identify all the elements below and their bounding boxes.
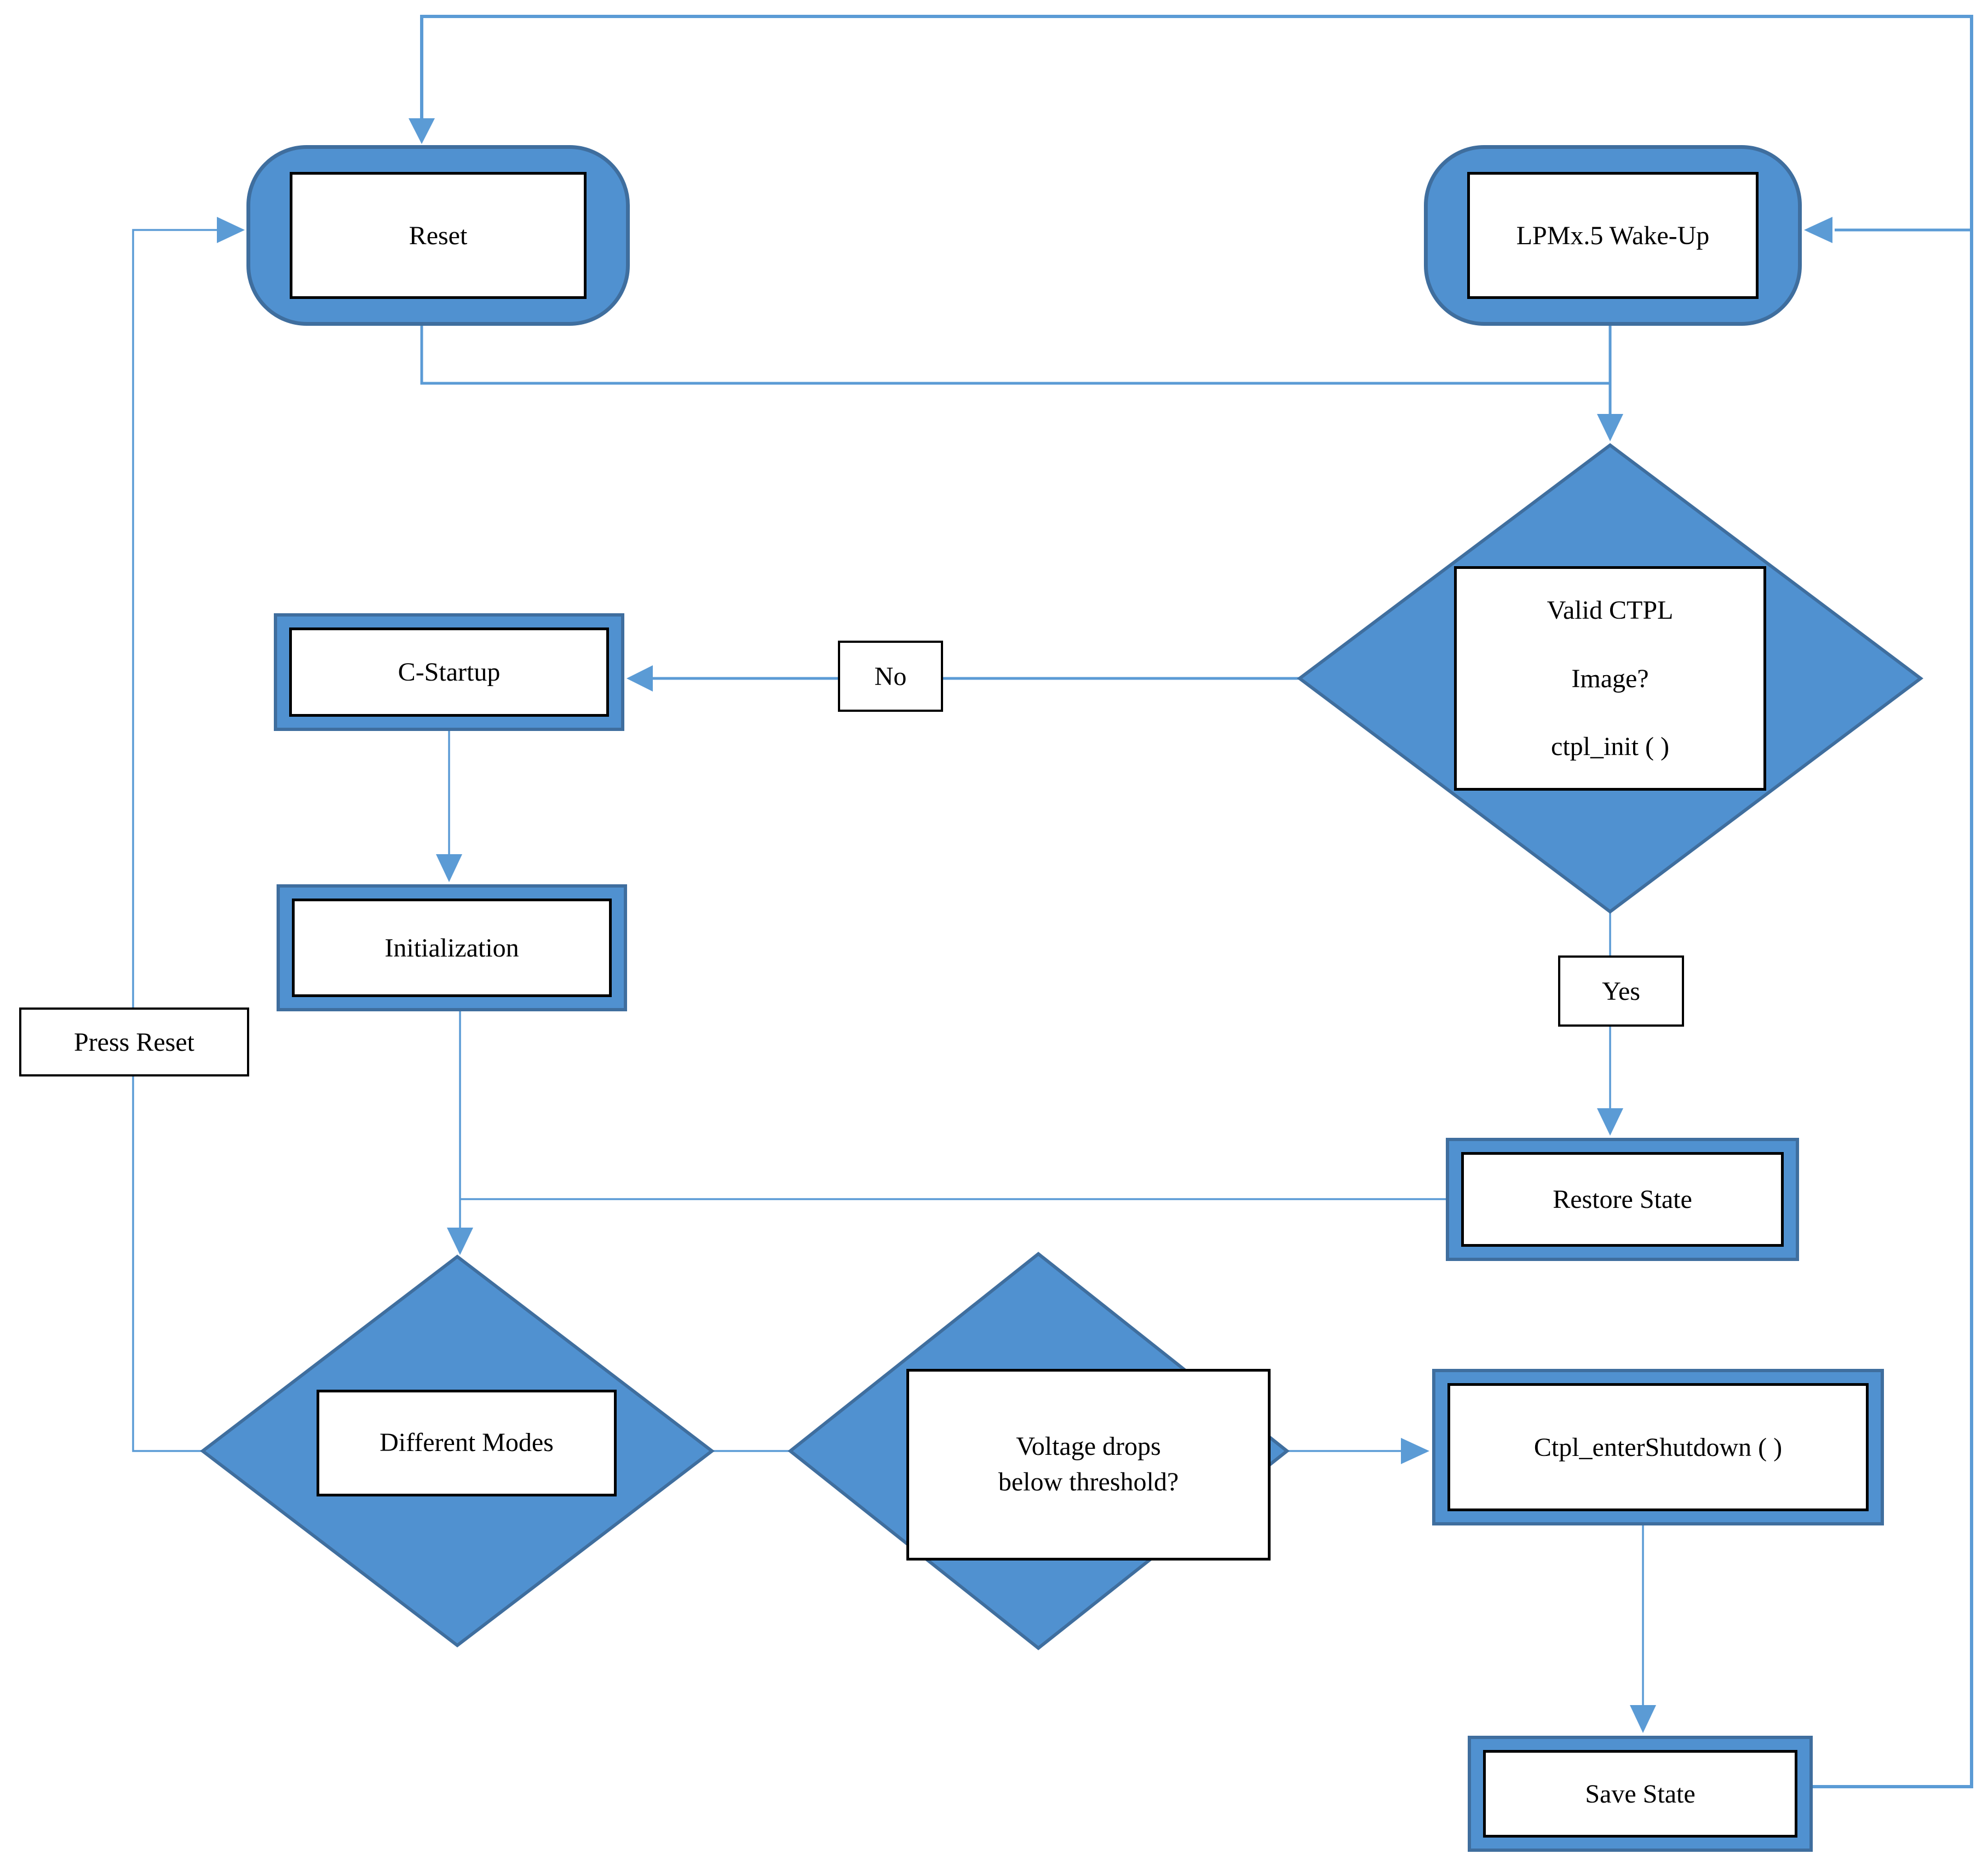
decision-voltage-drops-line2: below threshold? [998, 1467, 1179, 1496]
decision-different-modes-label-box: Different Modes [317, 1390, 617, 1496]
process-initialization-label: Initialization [384, 933, 519, 963]
arrowhead-into-lpmx-right [1804, 217, 1832, 243]
arrowhead-into-differentmodes-top [447, 1228, 473, 1255]
process-save-state-inner: Save State [1483, 1750, 1797, 1838]
connector-savestate-to-reset-loop [420, 15, 1973, 1788]
edge-label-yes-text: Yes [1602, 976, 1640, 1006]
process-initialization-label-box: Initialization [292, 899, 612, 997]
terminator-lpmx-wakeup: LPMx.5 Wake-Up [1424, 145, 1802, 326]
arrowhead-into-initialization-top [436, 854, 462, 882]
connectors [132, 15, 1973, 1788]
terminator-lpmx-wakeup-inner: LPMx.5 Wake-Up [1467, 172, 1759, 299]
arrowhead-into-reset-left [217, 217, 245, 243]
decision-different-modes-label: Different Modes [380, 1428, 554, 1458]
edge-label-no: No [838, 641, 943, 712]
decision-valid-ctpl-line1: Valid CTPL [1547, 596, 1674, 625]
edge-label-press-reset: Press Reset [19, 1007, 249, 1076]
terminator-reset-inner: Reset [290, 172, 587, 299]
decision-voltage-drops-line1: Voltage drops [1016, 1432, 1161, 1461]
process-ctpl-enter-shutdown-label: Ctpl_enterShutdown ( ) [1533, 1432, 1783, 1462]
process-save-state: Save State [1468, 1736, 1813, 1852]
decision-valid-ctpl-line2: Image? [1571, 664, 1649, 693]
arrowhead-into-restore-top [1597, 1108, 1623, 1136]
connector-differentmodes-to-reset [132, 229, 218, 1452]
process-initialization: Initialization [277, 884, 627, 1011]
connector-reset-to-junction [420, 326, 1610, 385]
arrowhead-into-cstartup-right [627, 665, 653, 692]
process-restore-state-label: Restore State [1553, 1185, 1692, 1214]
process-c-startup-label: C-Startup [398, 658, 501, 687]
arrowhead-into-savestate-top [1630, 1705, 1656, 1733]
process-ctpl-enter-shutdown: Ctpl_enterShutdown ( ) [1432, 1369, 1884, 1525]
decision-voltage-drops-label-box: Voltage drops below threshold? [906, 1369, 1271, 1561]
edge-label-press-reset-text: Press Reset [74, 1027, 194, 1057]
arrowhead-into-reset-top [409, 118, 435, 144]
arrowhead-into-validctpl-top [1597, 414, 1623, 441]
process-restore-state-inner: Restore State [1461, 1152, 1784, 1247]
process-ctpl-enter-shutdown-inner: Ctpl_enterShutdown ( ) [1447, 1383, 1869, 1511]
process-c-startup-inner: C-Startup [289, 627, 609, 717]
edge-label-no-text: No [874, 661, 907, 691]
decision-valid-ctpl-line3: ctpl_init ( ) [1551, 732, 1669, 761]
terminator-lpmx-wakeup-label: LPMx.5 Wake-Up [1516, 221, 1710, 250]
process-restore-state: Restore State [1446, 1138, 1799, 1261]
process-save-state-label: Save State [1585, 1779, 1696, 1809]
edge-label-yes: Yes [1558, 955, 1684, 1027]
decision-valid-ctpl-label-box: Valid CTPL Image? ctpl_init ( ) [1454, 566, 1766, 791]
process-c-startup: C-Startup [274, 613, 624, 731]
terminator-reset: Reset [246, 145, 630, 326]
arrowhead-into-ctplshutdown-left [1401, 1438, 1429, 1464]
terminator-reset-label: Reset [409, 221, 468, 250]
